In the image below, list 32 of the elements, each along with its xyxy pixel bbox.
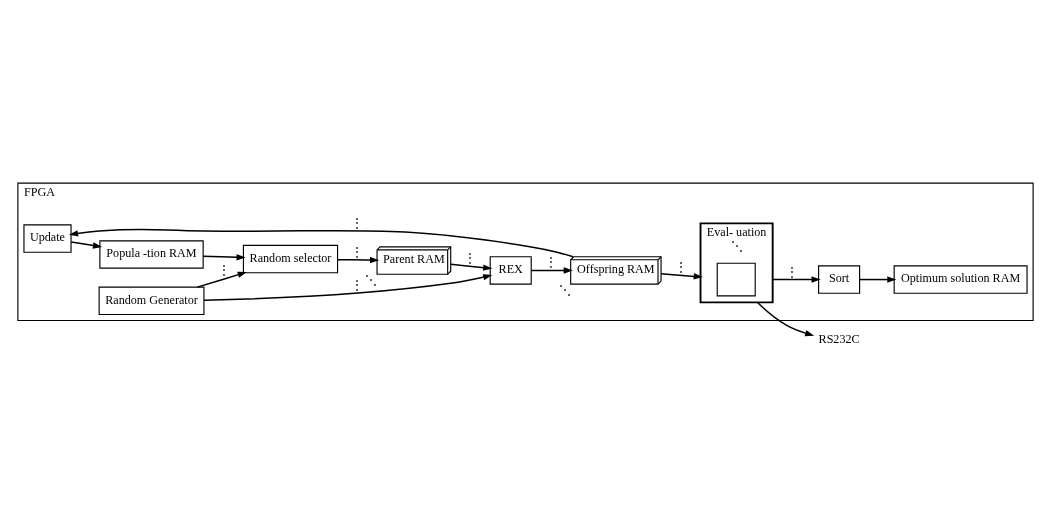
arrow [203,274,493,301]
node-box: Random selector [242,244,339,274]
node-label: ⋱ [558,282,571,297]
arrow [858,276,897,283]
arrow [202,254,246,261]
arrow [771,276,821,283]
arrow [660,273,703,280]
edge-label: ⋮ [544,255,557,270]
node-box: REX [489,256,532,285]
node-label: ⋱ [364,272,377,287]
edge-label: ⋮ [786,264,799,279]
node-box: Optimum solution RAM [893,265,1028,294]
node-box: Popula -tion RAM [99,240,204,269]
edge-label: ⋮ [217,263,230,278]
edge-label: ⋮ [351,216,364,230]
arrow [196,271,247,288]
arrow [337,256,380,264]
arrow [756,301,815,337]
edge-label: ⋮ [351,278,364,293]
arrow [70,241,103,249]
node-text: RS232C [818,332,860,347]
node-box: Sort [818,265,861,294]
edge-label: ⋮ [351,244,364,259]
arrow [450,263,493,271]
edge-label: ⋮ [464,250,477,265]
arrow [68,228,574,258]
node-box [716,262,756,297]
node-label: ⋱ [730,238,743,253]
node-box: Update [23,224,72,253]
edge-label: ⋮ [674,260,687,275]
node-box: Random Generator [98,286,205,316]
arrow [530,267,573,274]
